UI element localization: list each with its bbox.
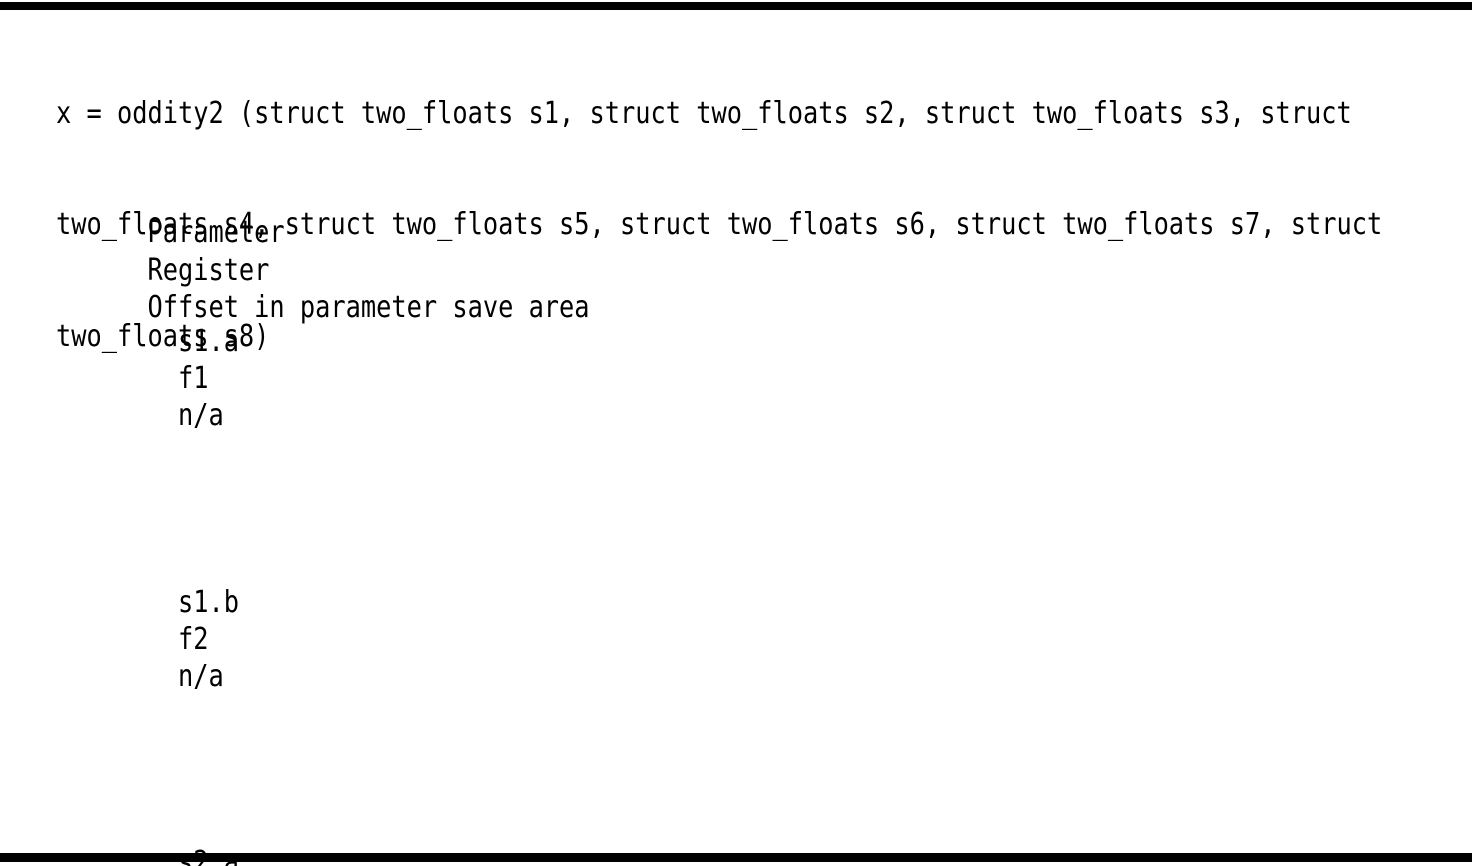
cell-offset: n/a xyxy=(177,659,224,694)
table-row: s1.b f2 n/a xyxy=(56,546,485,732)
column-header-register: Register xyxy=(147,252,270,288)
top-rule xyxy=(0,2,1472,10)
table-body: s1.a f1 n/a s1.b f2 n/a s2.a f3 n/a s2.b… xyxy=(56,211,485,866)
code-line: two_floats s8) xyxy=(56,319,270,354)
bottom-rule xyxy=(0,853,1472,862)
cell-parameter: s1.a xyxy=(177,323,239,359)
cell-register: f2 xyxy=(177,621,209,657)
cell-parameter: s1.b xyxy=(177,584,239,620)
code-line: two_floats s4, struct two_floats s5, str… xyxy=(56,207,1383,243)
figure-text: x = oddity2 (struct two_floats s1, struc… xyxy=(56,0,1472,866)
column-header-parameter: Parameter xyxy=(147,215,285,251)
code-block: x = oddity2 (struct two_floats s1, struc… xyxy=(56,20,1382,430)
code-line: x = oddity2 (struct two_floats s1, struc… xyxy=(56,95,1352,131)
column-header-offset: Offset in parameter save area xyxy=(147,289,590,325)
table-header-row: Parameter Register Offset in parameter s… xyxy=(56,177,590,363)
cell-offset: n/a xyxy=(177,398,224,434)
table-row: s1.a f1 n/a xyxy=(56,286,485,472)
cell-register: f1 xyxy=(177,361,209,396)
